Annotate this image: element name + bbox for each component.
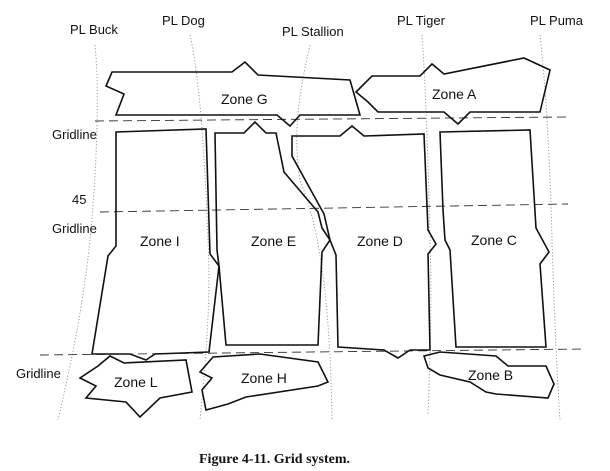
zone-label-h: Zone H <box>241 370 287 386</box>
gridline-label-bottom: Gridline <box>16 366 61 381</box>
gridline-label-top: Gridline <box>52 127 97 142</box>
phase-line-labels: PL Buck PL Dog PL Stallion PL Tiger PL P… <box>70 13 584 39</box>
zone-label-l: Zone L <box>114 374 158 390</box>
zone-label-b: Zone B <box>468 367 513 383</box>
zone-i-outline <box>91 128 220 361</box>
figure-caption: Figure 4-11. Grid system. <box>199 452 350 467</box>
zone-h-outline <box>198 353 330 411</box>
zone-label-a: Zone A <box>432 86 477 102</box>
gridline-labels: Gridline 45 Gridline Gridline <box>16 127 97 381</box>
phase-lines <box>57 34 561 421</box>
zone-c-outline <box>439 129 550 348</box>
gridline-number-45: 45 <box>72 192 86 207</box>
phase-line-tiger <box>421 34 432 416</box>
zone-d-outline <box>291 124 437 359</box>
phase-line-puma <box>539 34 561 421</box>
phase-line-label-tiger: PL Tiger <box>397 13 446 28</box>
zone-label-d: Zone D <box>357 233 403 249</box>
gridline-label-middle: Gridline <box>52 221 97 236</box>
zone-label-g: Zone G <box>221 91 268 107</box>
zone-label-c: Zone C <box>471 232 517 248</box>
phase-line-dog <box>189 34 210 421</box>
zone-label-e: Zone E <box>251 233 296 249</box>
phase-line-buck <box>57 44 98 421</box>
zone-l-outline <box>78 355 193 419</box>
zone-b-outline <box>422 351 555 399</box>
zone-g-outline <box>104 60 362 128</box>
zone-label-i: Zone I <box>140 233 180 249</box>
phase-line-stallion <box>296 44 333 421</box>
phase-line-label-puma: PL Puma <box>530 13 584 28</box>
phase-line-label-dog: PL Dog <box>162 13 205 28</box>
phase-line-label-stallion: PL Stallion <box>282 24 344 39</box>
gridline-middle <box>99 203 569 213</box>
zone-labels: Zone G Zone A Zone I Zone E Zone D Zone … <box>114 86 517 390</box>
phase-line-label-buck: PL Buck <box>70 22 118 37</box>
zone-e-outline <box>214 120 331 346</box>
zone-outlines <box>78 57 555 419</box>
gridline-top <box>94 116 569 122</box>
zone-a-outline <box>354 57 551 126</box>
